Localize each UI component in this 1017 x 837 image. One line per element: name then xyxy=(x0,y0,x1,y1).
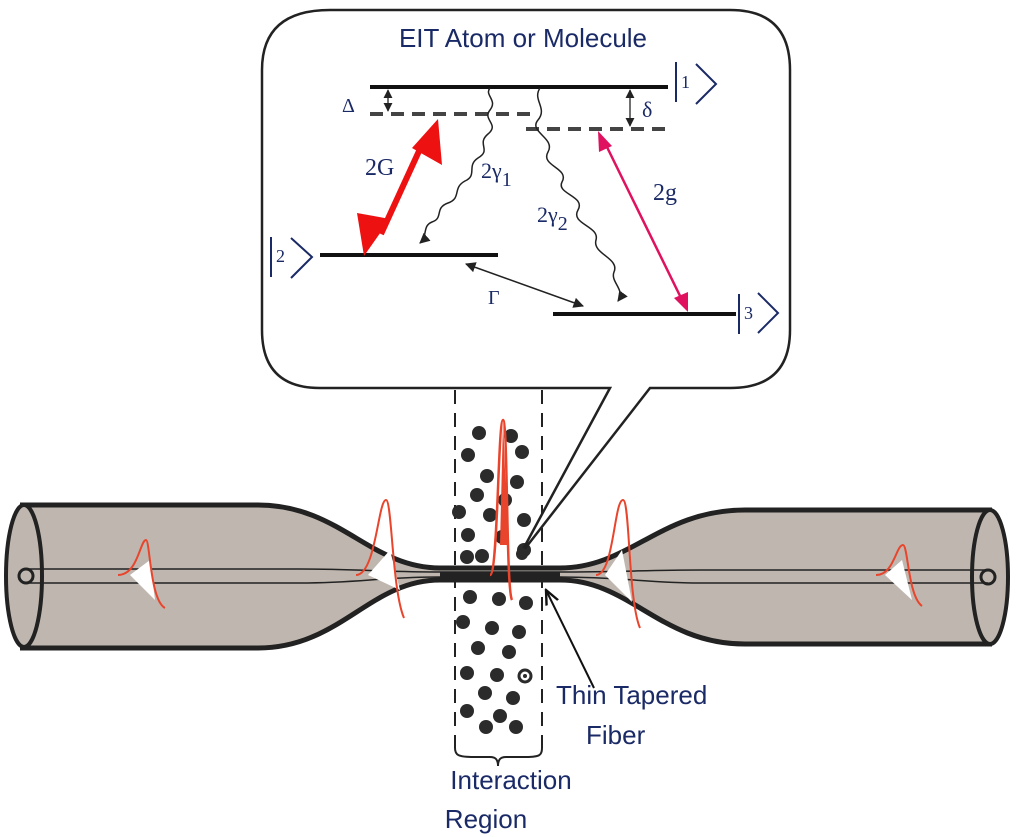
fiber-label-line1: Thin Tapered xyxy=(556,680,707,710)
ket-2-label: 2 xyxy=(276,246,285,266)
probe-arrow xyxy=(598,131,688,312)
ket-1-label: 1 xyxy=(681,72,690,92)
label-gamma2: 2γ2 xyxy=(537,202,568,235)
ket-2 xyxy=(270,237,314,279)
fiber-right-end xyxy=(970,508,1010,646)
tapered-fiber xyxy=(4,502,1010,651)
region-label-line1: Interaction xyxy=(450,765,571,795)
interaction-region xyxy=(452,390,543,767)
label-probe: 2g xyxy=(653,180,677,206)
pulse-left xyxy=(130,560,155,600)
label-delta-upper: Δ xyxy=(342,95,355,117)
light-pulses xyxy=(117,498,923,629)
atom-dots xyxy=(452,426,533,734)
label-delta-lower: δ xyxy=(642,97,652,122)
pulse-mid-right xyxy=(605,550,632,602)
label-coupling: 2G xyxy=(365,155,394,181)
callout-bubble xyxy=(260,8,792,556)
inset-callout xyxy=(260,8,792,560)
pulse-mid-left xyxy=(368,550,400,590)
label-gamma1: 2γ1 xyxy=(481,158,512,191)
dephasing-arrow xyxy=(465,262,584,308)
fiber-label-line2: Fiber xyxy=(586,720,646,750)
coupling-arrow xyxy=(357,119,442,256)
region-label-line2: Region xyxy=(445,804,527,834)
pulse-right xyxy=(885,560,912,600)
region-brace xyxy=(454,747,543,767)
decay-gamma2 xyxy=(535,87,628,302)
ket-3-label: 3 xyxy=(744,303,753,323)
label-dephasing: Γ xyxy=(488,287,500,309)
inset-title: EIT Atom or Molecule xyxy=(399,23,647,53)
ket-1 xyxy=(675,62,718,105)
decay-gamma1 xyxy=(419,87,494,244)
fiber-left-end xyxy=(4,503,44,649)
ket-3 xyxy=(738,292,780,334)
